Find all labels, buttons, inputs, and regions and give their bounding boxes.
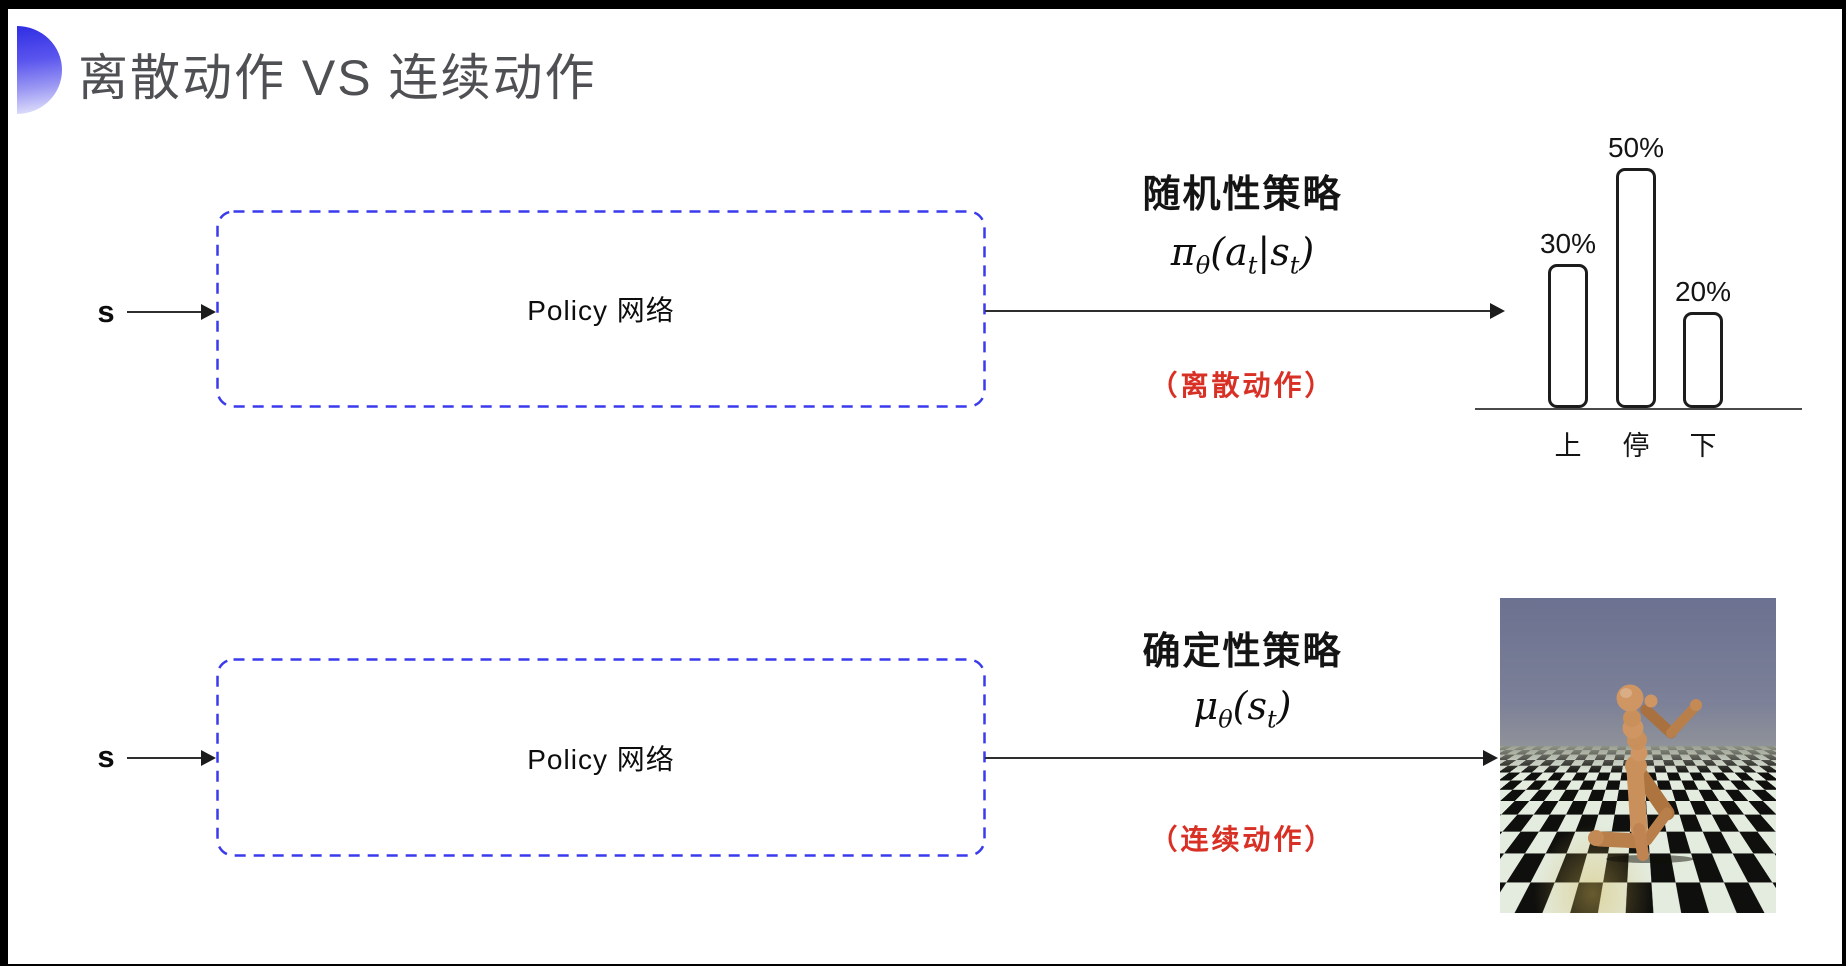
policy-output-arrow-top bbox=[985, 303, 1505, 319]
video-frame-bottom bbox=[0, 964, 1846, 966]
deterministic-policy-formula: μθ(st) bbox=[1085, 684, 1400, 732]
video-frame-left bbox=[0, 0, 8, 966]
state-input-label-bottom: s bbox=[97, 739, 115, 774]
action-probability-chart: 30% 上 50% 停 20% 下 bbox=[1475, 120, 1805, 465]
arrow-line bbox=[127, 311, 203, 313]
arrow-head-icon bbox=[201, 304, 216, 320]
theta-subscript: θ bbox=[1218, 705, 1233, 734]
deterministic-policy-title: 确定性策略 bbox=[1142, 631, 1343, 673]
probability-bar bbox=[1683, 312, 1723, 408]
open-paren: ( bbox=[1232, 684, 1248, 728]
theta-subscript: θ bbox=[1195, 251, 1211, 280]
mu-symbol: μ bbox=[1193, 684, 1219, 728]
bar-category-label: 上 bbox=[1554, 431, 1582, 461]
action-var: a bbox=[1225, 230, 1248, 274]
chart-baseline bbox=[1475, 408, 1802, 410]
half-circle-decoration-icon bbox=[17, 26, 62, 114]
t-subscript: t bbox=[1267, 705, 1277, 734]
state-input-label-top: s bbox=[97, 294, 115, 329]
humanoid-figure bbox=[1588, 684, 1702, 863]
discrete-action-note: （离散动作） bbox=[1149, 370, 1336, 401]
close-paren: ) bbox=[1299, 230, 1315, 274]
bar-category-label: 下 bbox=[1689, 431, 1717, 461]
t-subscript: t bbox=[1247, 251, 1258, 280]
continuous-action-note: （连续动作） bbox=[1149, 824, 1336, 855]
probability-bar bbox=[1616, 168, 1656, 408]
arrow-line bbox=[985, 310, 1492, 312]
stochastic-policy-formula: πθ(at|st) bbox=[1085, 230, 1400, 278]
policy-network-label-top: Policy 网络 bbox=[527, 295, 675, 326]
input-arrow-top bbox=[127, 304, 216, 320]
arrow-head-icon bbox=[201, 750, 216, 766]
close-paren: ) bbox=[1276, 684, 1292, 728]
bar-category-label: 停 bbox=[1622, 431, 1650, 461]
policy-output-arrow-bottom bbox=[985, 750, 1498, 766]
page-title: 离散动作 VS 连续动作 bbox=[78, 50, 597, 106]
stochastic-policy-title: 随机性策略 bbox=[1142, 174, 1343, 216]
dashed-border bbox=[216, 210, 986, 408]
arrow-line bbox=[985, 757, 1485, 759]
video-frame-right bbox=[1842, 0, 1846, 966]
t-subscript: t bbox=[1289, 251, 1300, 280]
bar-value-label: 30% bbox=[1539, 228, 1597, 259]
input-arrow-bottom bbox=[127, 750, 216, 766]
humanoid-simulation-image bbox=[1500, 598, 1776, 913]
bar-value-label: 50% bbox=[1607, 132, 1665, 163]
arrow-line bbox=[127, 757, 203, 759]
policy-network-label-bottom: Policy 网络 bbox=[527, 743, 675, 775]
probability-bar bbox=[1548, 264, 1588, 408]
arrow-head-icon bbox=[1490, 303, 1505, 319]
bar-value-label: 20% bbox=[1674, 276, 1732, 307]
policy-network-box-bottom: Policy 网络 bbox=[216, 658, 986, 857]
arrow-head-icon bbox=[1483, 750, 1498, 766]
conditional-bar: | bbox=[1257, 230, 1271, 274]
policy-network-box-top: Policy 网络 bbox=[216, 210, 986, 408]
video-frame-top bbox=[0, 0, 1846, 9]
pi-symbol: π bbox=[1170, 230, 1196, 274]
open-paren: ( bbox=[1210, 230, 1226, 274]
state-var: s bbox=[1247, 684, 1267, 728]
dashed-border bbox=[216, 658, 986, 857]
state-var: s bbox=[1270, 230, 1290, 274]
